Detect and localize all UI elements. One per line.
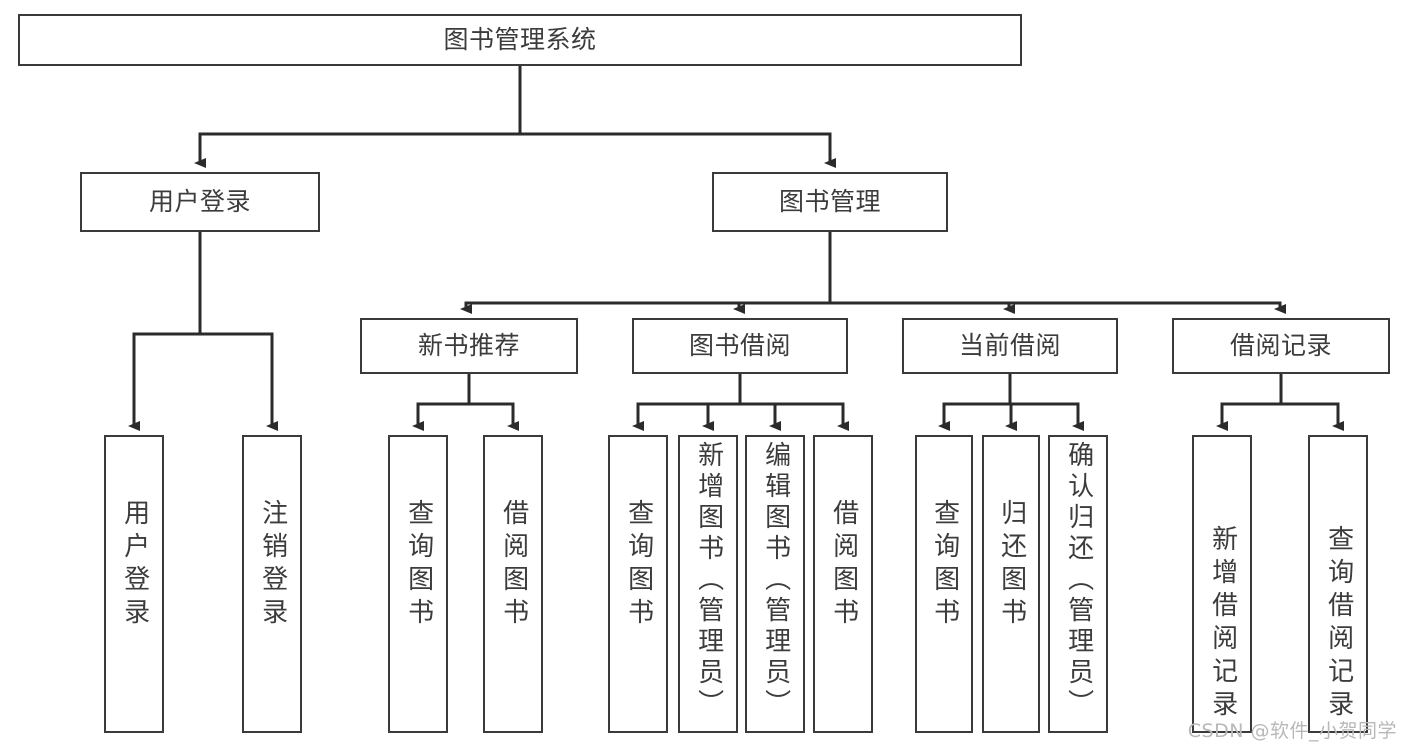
node-leaf-logout-label: 注销登录 <box>257 499 288 631</box>
node-leaf-edit-book-label: 编辑图书（管理员） <box>760 441 791 720</box>
node-root-label: 图书管理系统 <box>443 25 597 55</box>
node-leaf-add-book[interactable]: 新增图书（管理员） <box>678 435 738 733</box>
node-leaf-query-record-label: 查询借阅记录 <box>1323 525 1354 723</box>
node-borrow-record-label: 借阅记录 <box>1229 331 1332 361</box>
node-borrow-record[interactable]: 借阅记录 <box>1172 318 1390 374</box>
node-leaf-confirm-return-label: 确认归还（管理员） <box>1063 441 1094 720</box>
node-user-login[interactable]: 用户登录 <box>80 172 320 232</box>
node-leaf-borrow-book-2-label: 借阅图书 <box>828 499 859 631</box>
node-leaf-query-book-2-label: 查询图书 <box>623 499 654 631</box>
node-leaf-user-login[interactable]: 用户登录 <box>104 435 164 733</box>
node-current-borrow-label: 当前借阅 <box>958 331 1061 361</box>
node-leaf-return-book-label: 归还图书 <box>996 499 1027 631</box>
node-leaf-borrow-book-2[interactable]: 借阅图书 <box>813 435 873 733</box>
node-book-borrow[interactable]: 图书借阅 <box>632 318 848 374</box>
node-book-manage[interactable]: 图书管理 <box>712 172 948 232</box>
node-book-borrow-label: 图书借阅 <box>688 331 791 361</box>
node-leaf-add-record-label: 新增借阅记录 <box>1207 525 1238 723</box>
node-leaf-query-book-1[interactable]: 查询图书 <box>388 435 448 733</box>
node-leaf-edit-book[interactable]: 编辑图书（管理员） <box>745 435 805 733</box>
node-leaf-query-book-3[interactable]: 查询图书 <box>915 435 973 733</box>
node-leaf-confirm-return[interactable]: 确认归还（管理员） <box>1048 435 1108 733</box>
node-leaf-query-record[interactable]: 查询借阅记录 <box>1308 435 1368 733</box>
node-leaf-add-record[interactable]: 新增借阅记录 <box>1192 435 1252 733</box>
node-leaf-query-book-1-label: 查询图书 <box>403 499 434 631</box>
node-root[interactable]: 图书管理系统 <box>18 14 1022 66</box>
node-leaf-query-book-3-label: 查询图书 <box>929 499 960 631</box>
node-current-borrow[interactable]: 当前借阅 <box>902 318 1118 374</box>
node-leaf-user-login-label: 用户登录 <box>119 499 150 631</box>
node-book-manage-label: 图书管理 <box>778 187 881 217</box>
watermark-text: CSDN @软件_小贺同学 <box>1187 720 1397 742</box>
node-leaf-query-book-2[interactable]: 查询图书 <box>608 435 668 733</box>
node-user-login-label: 用户登录 <box>148 187 251 217</box>
node-new-book-recommend-label: 新书推荐 <box>417 331 520 361</box>
node-leaf-add-book-label: 新增图书（管理员） <box>693 441 724 720</box>
node-leaf-borrow-book-1[interactable]: 借阅图书 <box>483 435 543 733</box>
node-leaf-return-book[interactable]: 归还图书 <box>982 435 1040 733</box>
node-new-book-recommend[interactable]: 新书推荐 <box>360 318 578 374</box>
node-leaf-logout[interactable]: 注销登录 <box>242 435 302 733</box>
node-leaf-borrow-book-1-label: 借阅图书 <box>498 499 529 631</box>
